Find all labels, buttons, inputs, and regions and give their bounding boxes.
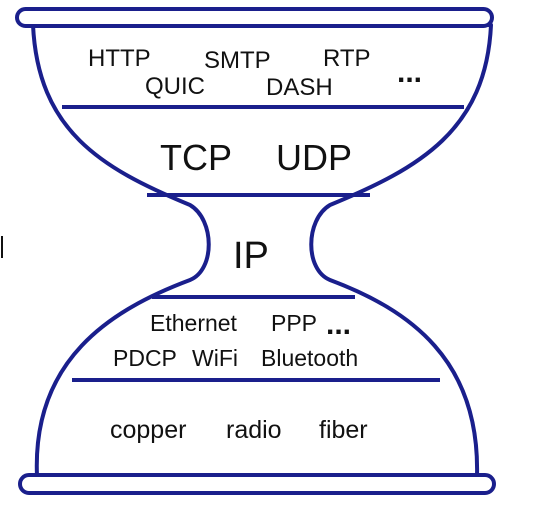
protocol-ppp: PPP: [271, 310, 317, 336]
protocol-rtp: RTP: [323, 45, 371, 72]
protocol-tcp: TCP: [160, 137, 232, 178]
application-layer: HTTP SMTP RTP QUIC DASH ...: [88, 45, 422, 101]
medium-radio: radio: [226, 416, 282, 444]
transport-layer: TCP UDP: [160, 137, 352, 178]
top-cap: [15, 7, 494, 28]
protocol-wifi: WiFi: [192, 345, 238, 371]
protocol-bluetooth: Bluetooth: [261, 345, 358, 371]
physical-layer: copper radio fiber: [110, 416, 368, 444]
protocol-udp: UDP: [276, 137, 352, 178]
protocol-smtp: SMTP: [204, 47, 271, 74]
protocol-http: HTTP: [88, 45, 151, 72]
application-more: ...: [397, 56, 422, 89]
network-layer: IP: [233, 235, 269, 277]
protocol-ethernet: Ethernet: [150, 310, 238, 336]
medium-copper: copper: [110, 416, 186, 444]
protocol-ip: IP: [233, 235, 269, 277]
link-layer: Ethernet PPP ... PDCP WiFi Bluetooth: [113, 308, 358, 371]
bottom-cap: [18, 473, 496, 495]
link-more: ...: [326, 308, 351, 341]
protocol-pdcp: PDCP: [113, 345, 177, 371]
medium-fiber: fiber: [319, 416, 368, 444]
protocol-quic: QUIC: [145, 73, 205, 100]
protocol-dash: DASH: [266, 74, 333, 101]
